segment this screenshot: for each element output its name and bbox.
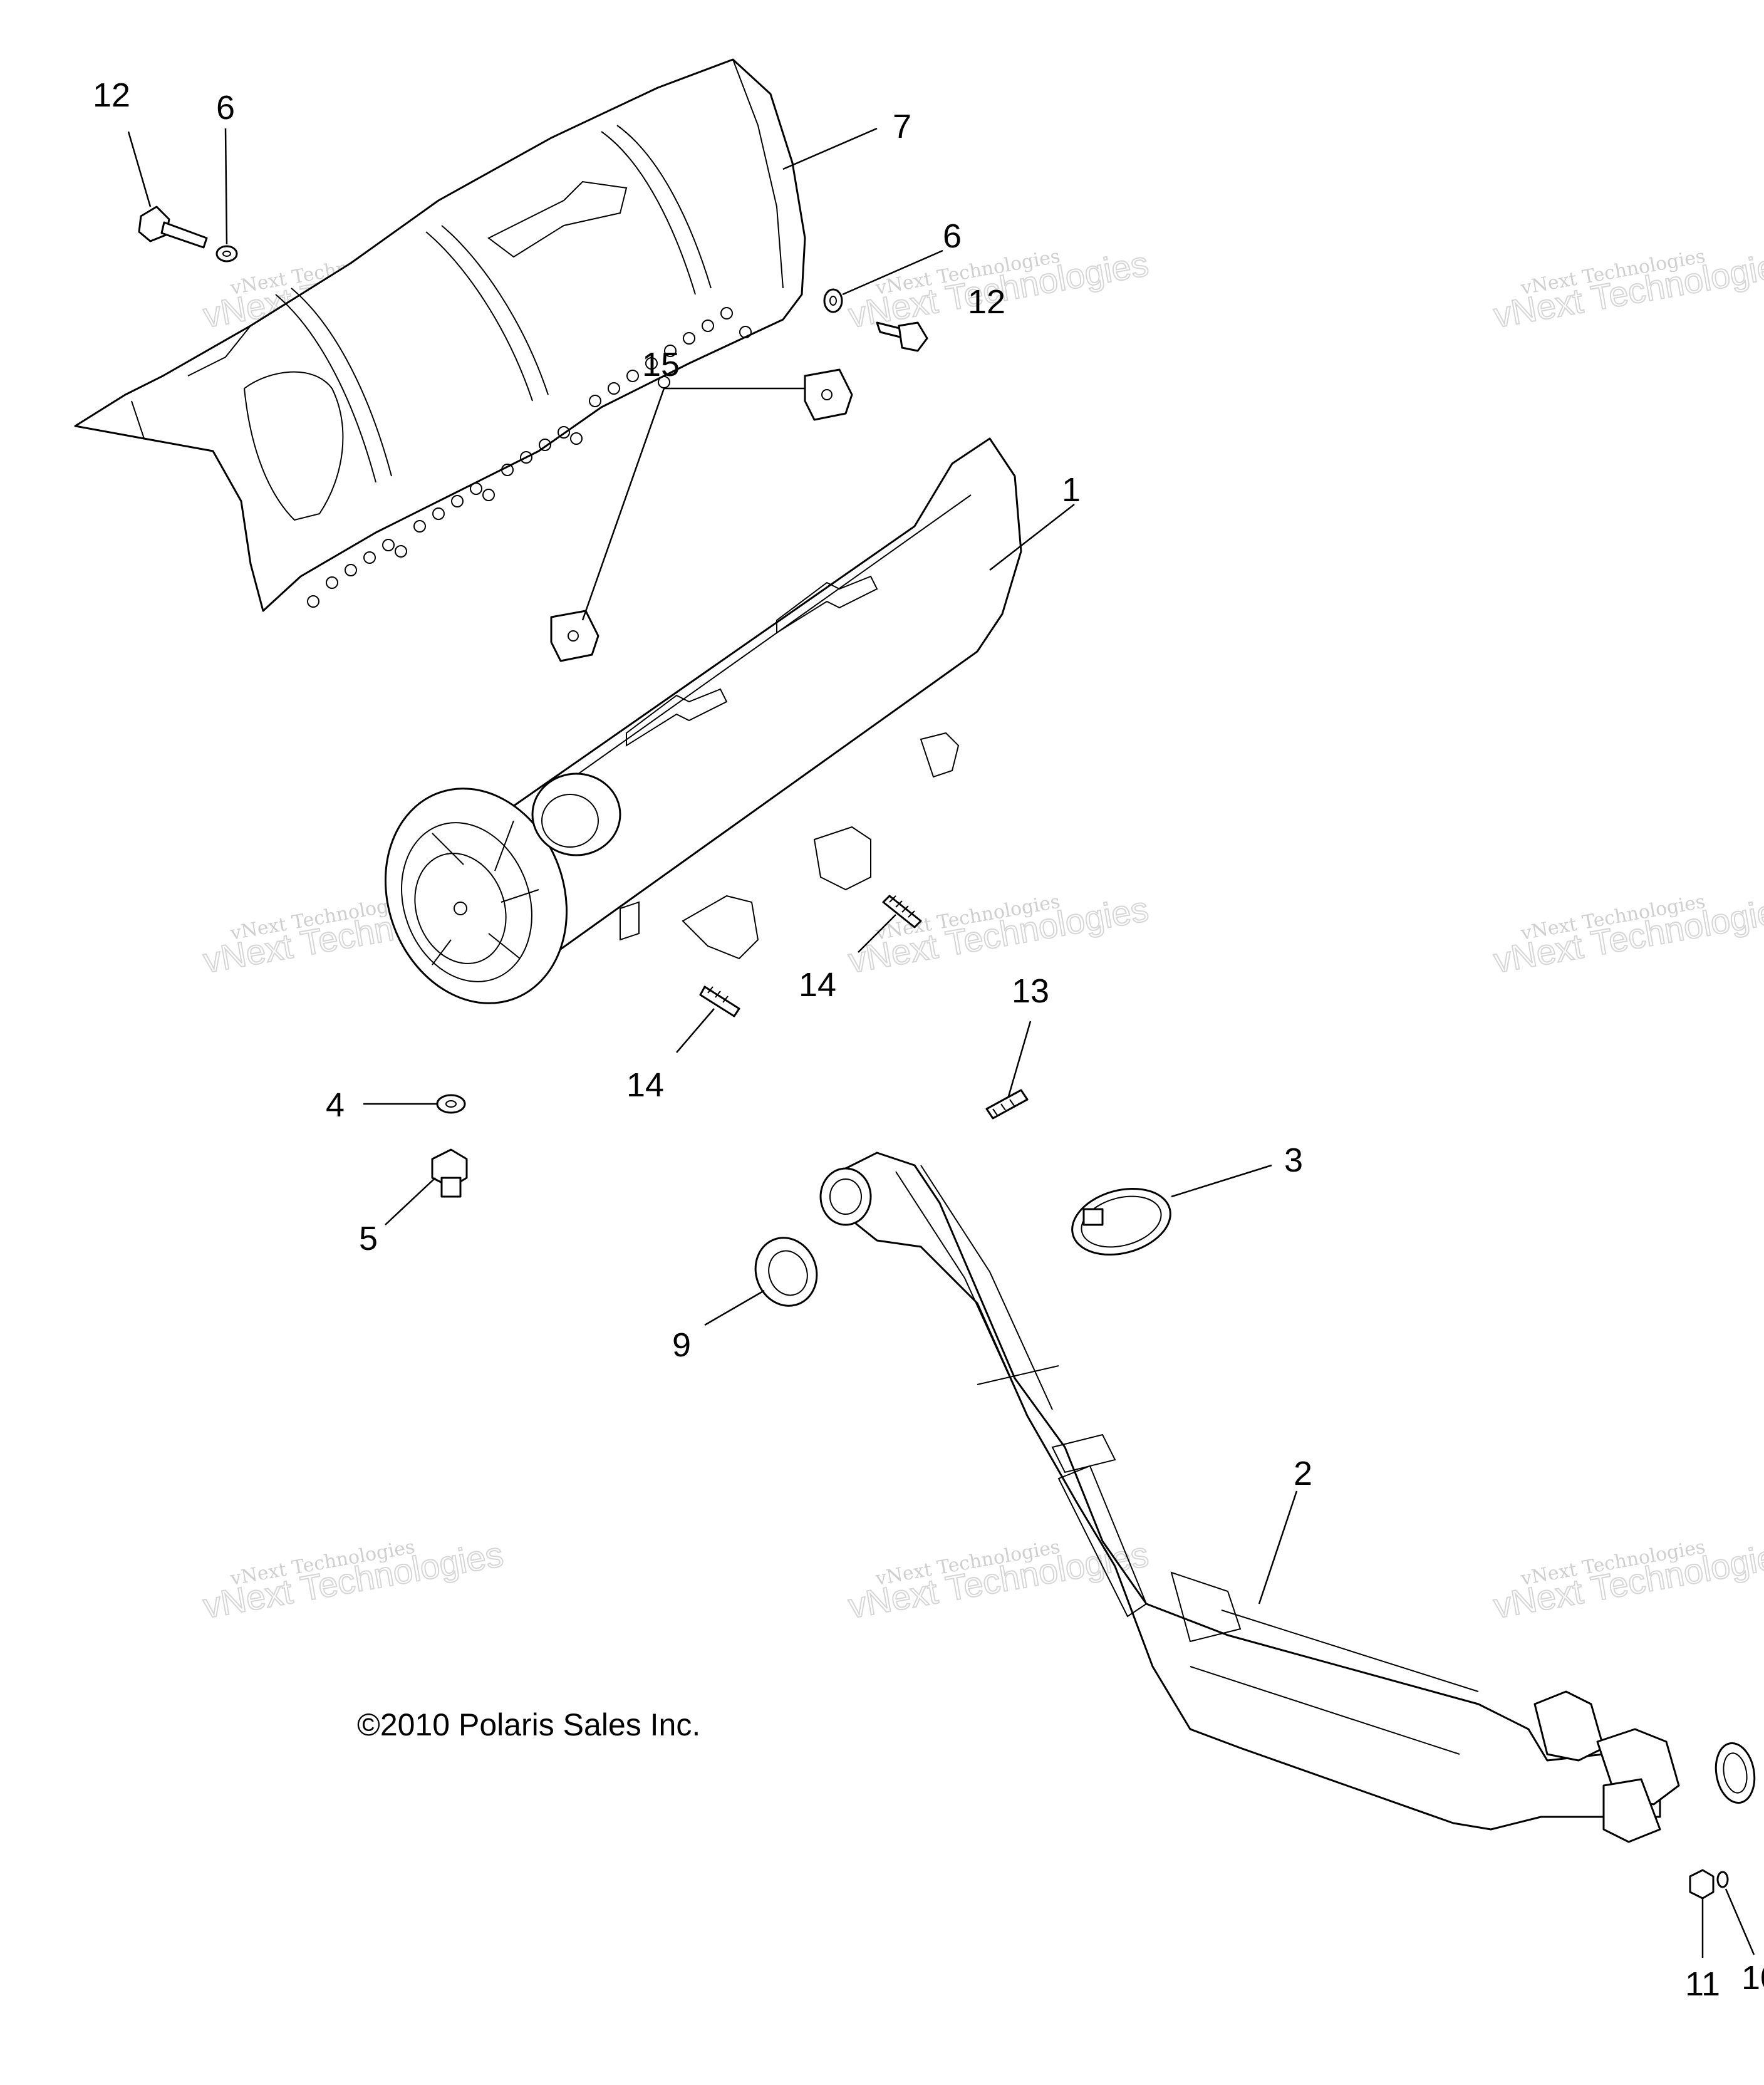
- callouts: 12 6 7 6 12 15 1 14 13 14 4 5 3 9 2 11 1…: [93, 76, 1764, 2003]
- callout-1: 1: [1062, 471, 1081, 509]
- watermark-line2: vNext Technologies: [1491, 1534, 1764, 1626]
- gasket-part: [1715, 1742, 1756, 1804]
- grommet-part: [804, 368, 853, 421]
- watermark: vNext Technologies vNext Technologies: [845, 1534, 1152, 1626]
- watermark-line2: vNext Technologies: [1491, 244, 1764, 335]
- watermark: vNext Technologies vNext Technologies: [845, 888, 1152, 981]
- bolt-part: [138, 205, 208, 249]
- callout-10: 10: [1741, 1959, 1764, 1997]
- callout-6: 6: [216, 89, 235, 127]
- shield-vent-holes: [307, 307, 752, 608]
- copyright-notice: ©2010 Polaris Sales Inc.: [357, 1707, 700, 1742]
- callout-12: 12: [93, 76, 130, 114]
- callout-13: 13: [1012, 972, 1049, 1010]
- watermark: vNext Technologies vNext Technologies: [1490, 888, 1764, 981]
- heat-shield-part: [74, 58, 806, 612]
- grommet-part: [550, 610, 599, 662]
- leader-lines: [127, 127, 1755, 1958]
- callout-14: 14: [626, 1066, 664, 1104]
- callout-11: 11: [1685, 1965, 1720, 2003]
- clamp-part: [1071, 1187, 1171, 1256]
- callout-4: 4: [326, 1086, 345, 1124]
- callout-14: 14: [799, 966, 836, 1004]
- callout-7: 7: [893, 108, 911, 145]
- callout-6: 6: [943, 217, 962, 255]
- bolt-part: [431, 1148, 468, 1198]
- callout-5: 5: [359, 1220, 378, 1257]
- spring-part: [882, 895, 922, 928]
- gasket-part: [754, 1237, 818, 1307]
- washer-part: [436, 1094, 466, 1114]
- spring-part: [985, 1089, 1029, 1120]
- washer-part: [215, 245, 238, 263]
- callout-9: 9: [672, 1326, 691, 1364]
- washer-part: [1716, 1871, 1729, 1888]
- bolt-part: [876, 321, 928, 352]
- callout-12: 12: [968, 283, 1005, 321]
- callout-15: 15: [642, 346, 680, 383]
- washer-part: [823, 288, 843, 313]
- muffler-part: [384, 437, 1022, 1004]
- callout-3: 3: [1284, 1141, 1303, 1179]
- watermark: vNext Technologies vNext Technologies: [200, 1534, 507, 1626]
- callout-2: 2: [1294, 1455, 1312, 1492]
- spring-part: [699, 985, 740, 1017]
- watermark-line2: vNext Technologies: [1491, 889, 1764, 980]
- nut-part: [1689, 1869, 1715, 1900]
- watermark: vNext Technologies vNext Technologies: [1490, 243, 1764, 336]
- exhaust-pipe-part: [819, 1152, 1680, 1843]
- watermark: vNext Technologies vNext Technologies: [1490, 1534, 1764, 1626]
